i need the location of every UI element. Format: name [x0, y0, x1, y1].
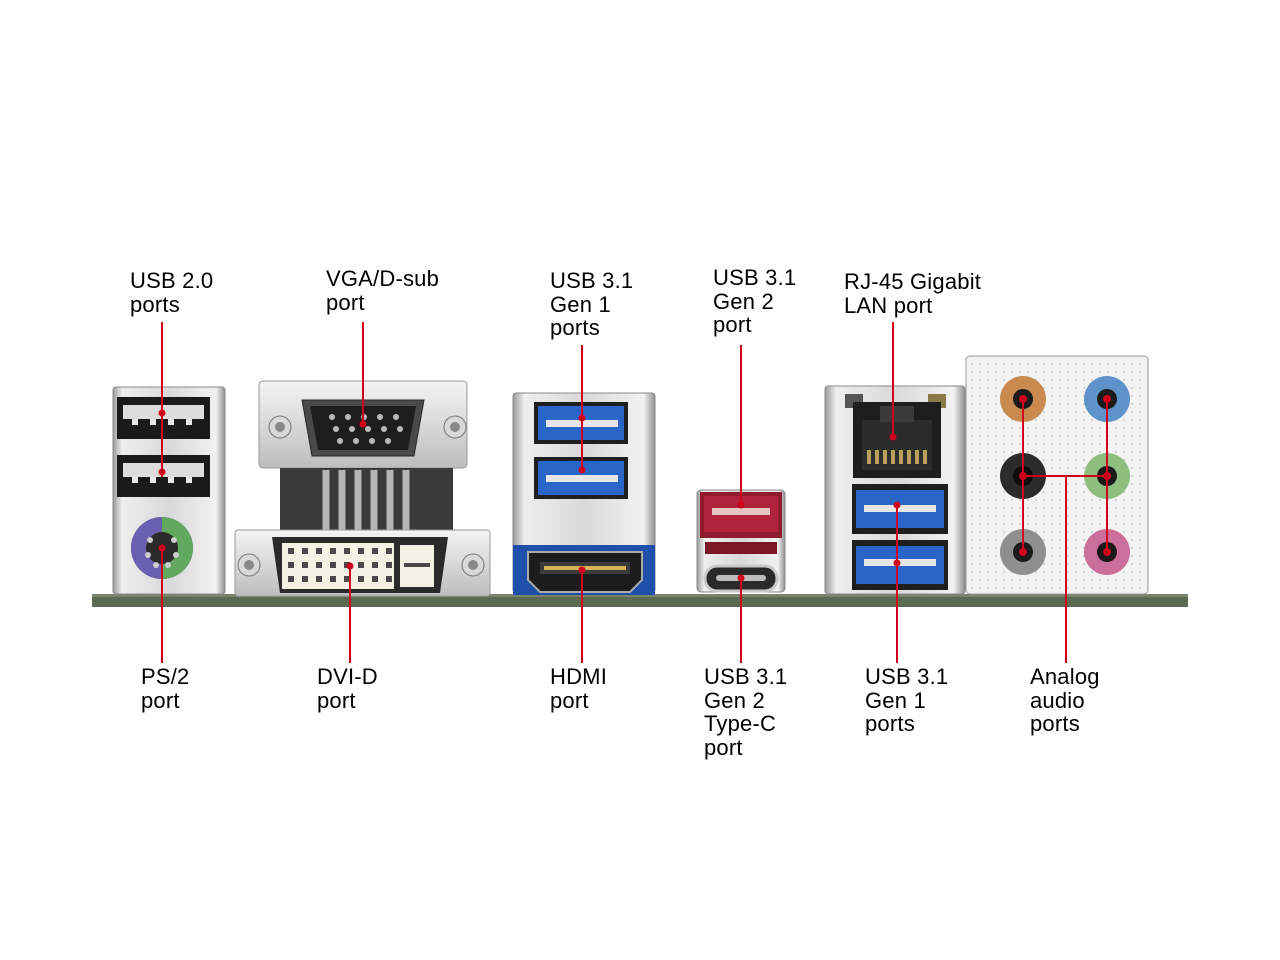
callout-dots — [158, 395, 1111, 582]
label-analog-audio-ports: Analog audio ports — [1030, 664, 1100, 736]
label-usb31-gen1-bottom: USB 3.1 Gen 1 ports — [865, 664, 949, 736]
vga-port[interactable] — [301, 399, 425, 457]
usb31-hdmi-stack — [512, 392, 656, 595]
pcb-board — [92, 594, 1188, 607]
usb20-port-1[interactable] — [117, 397, 210, 439]
label-dvi-d-port: DVI-D port — [317, 664, 378, 713]
label-ps2-port: PS/2 port — [141, 664, 190, 713]
rj45-port[interactable] — [853, 402, 941, 478]
dvi-d-port[interactable] — [272, 537, 448, 593]
usb20-ps2-stack — [112, 386, 226, 595]
vga-dvi-stack — [234, 380, 491, 597]
usb20-port-2[interactable] — [117, 455, 210, 497]
pcb-board-edge — [92, 594, 1188, 597]
usb31-gen2-stack — [696, 489, 786, 593]
hdmi-port[interactable] — [527, 551, 643, 593]
usb31-gen1-port-bottom-2[interactable] — [852, 540, 948, 590]
label-usb31-gen2-type-c: USB 3.1 Gen 2 Type-C port — [704, 664, 788, 760]
label-usb31-gen2-port: USB 3.1 Gen 2 port — [713, 265, 797, 337]
label-usb20-ports: USB 2.0 ports — [130, 268, 214, 317]
label-rj45-port: RJ-45 Gigabit LAN port — [844, 269, 982, 318]
usb31-gen1-port-bottom-1[interactable] — [852, 484, 948, 534]
label-hdmi-port: HDMI port — [550, 664, 608, 713]
lan-usb-stack — [824, 385, 966, 595]
callout-lines — [161, 322, 1108, 663]
label-vga-port: VGA/D-sub port — [326, 266, 440, 315]
label-usb31-gen1-top: USB 3.1 Gen 1 ports — [550, 268, 634, 340]
